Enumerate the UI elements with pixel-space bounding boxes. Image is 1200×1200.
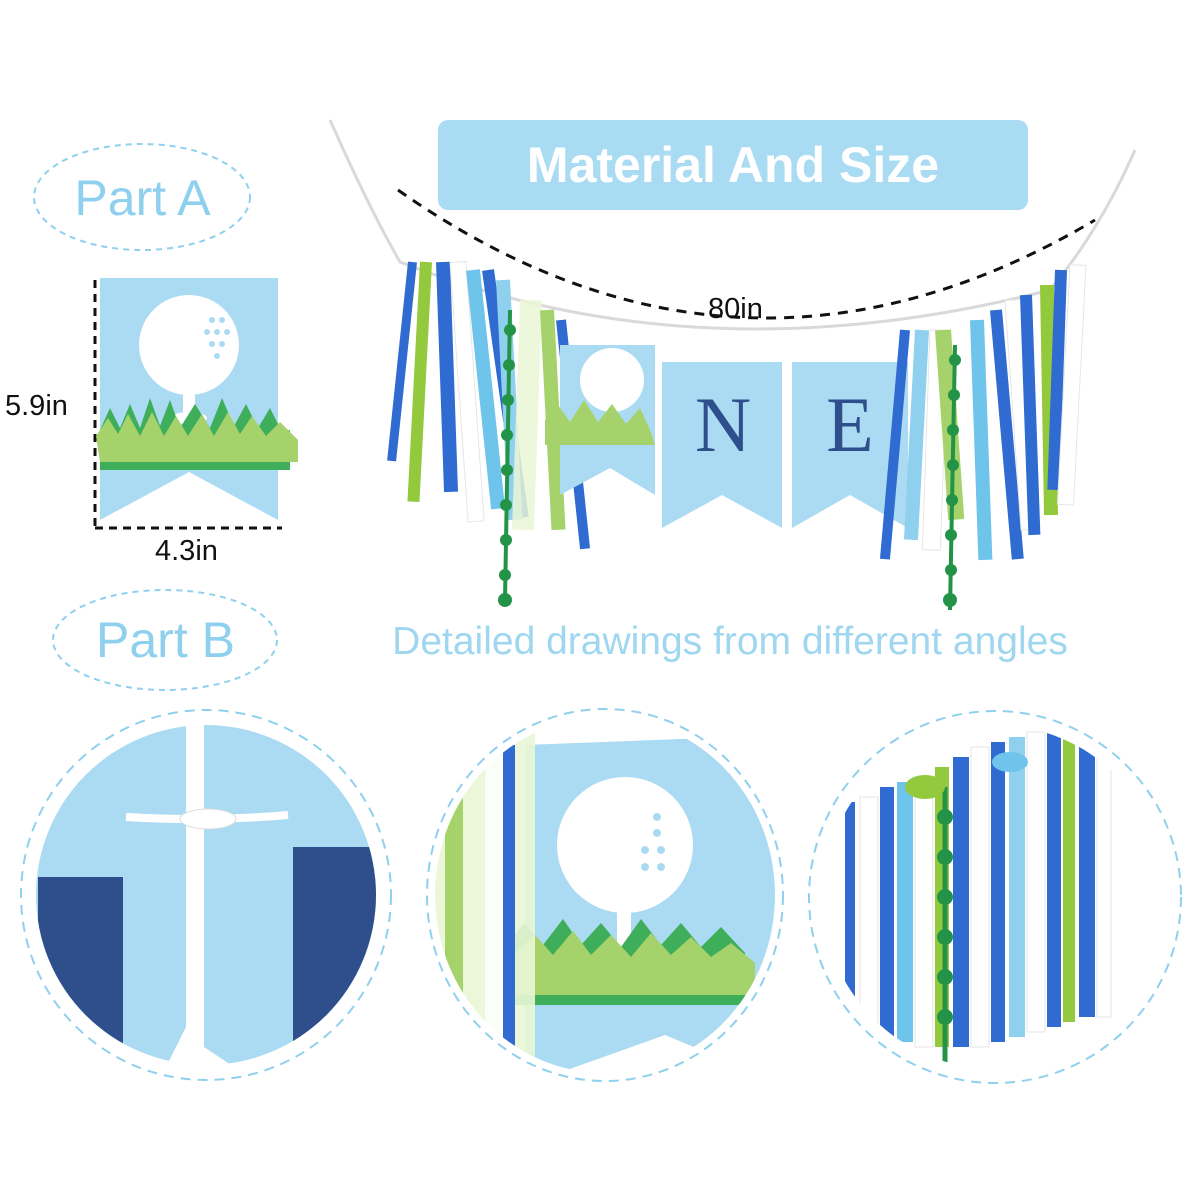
detail-circle-right bbox=[805, 707, 1185, 1087]
part-a-badge: Part A bbox=[30, 140, 255, 255]
detail-circle-center bbox=[425, 705, 785, 1085]
banner-letter: N bbox=[694, 381, 752, 468]
detail-circle-left bbox=[18, 707, 394, 1083]
ribbon-cluster-right bbox=[879, 264, 1087, 611]
part-a-label: Part A bbox=[74, 169, 211, 226]
height-dimension-label: 5.9in bbox=[5, 390, 68, 422]
width-dimension-label: 4.3in bbox=[155, 535, 218, 567]
part-b-label: Part B bbox=[96, 612, 235, 668]
page-title: Material And Size bbox=[438, 120, 1028, 210]
detail-subtitle: Detailed drawings from different angles bbox=[392, 620, 1068, 663]
length-dimension-label: 80in bbox=[708, 293, 763, 325]
part-b-badge: Part B bbox=[48, 585, 283, 695]
banner-letter: E bbox=[826, 381, 874, 468]
